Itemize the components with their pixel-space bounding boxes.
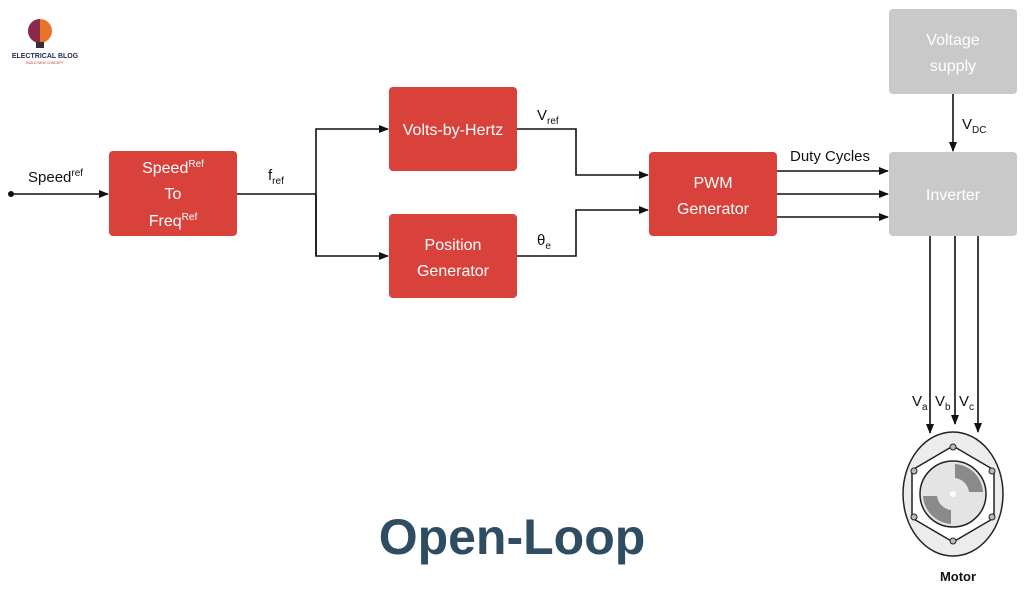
svg-text:Inverter: Inverter [926, 187, 981, 204]
vdc-label: VDC [962, 116, 986, 136]
theta-arrow [517, 206, 649, 257]
svg-text:PWM: PWM [693, 175, 732, 192]
svg-text:FreqRef: FreqRef [149, 212, 198, 230]
svg-text:SpeedRef: SpeedRef [142, 159, 204, 177]
speed-ref-label: Speedref [28, 168, 83, 186]
fref-to-vhz-arrow [315, 125, 389, 256]
svg-text:Generator: Generator [677, 201, 750, 218]
motor-label: Motor [940, 569, 976, 584]
volts-by-hertz-block: Volts-by-Hertz [389, 87, 517, 171]
vc-label: Vc [959, 393, 974, 413]
logo-name: ELECTRICAL BLOG [12, 53, 79, 60]
voltage-supply-block: Voltage supply [889, 9, 1017, 94]
vref-arrow [517, 128, 649, 179]
position-generator-block: Position Generator [389, 214, 517, 298]
svg-text:Generator: Generator [417, 263, 490, 280]
svg-text:To: To [165, 186, 182, 203]
theta-label: θe [537, 232, 551, 252]
inverter-block: Inverter [889, 152, 1017, 236]
pwm-generator-block: PWM Generator [649, 152, 777, 236]
svg-text:Position: Position [425, 237, 482, 254]
svg-text:Volts-by-Hertz: Volts-by-Hertz [403, 122, 503, 139]
electrical-blog-logo: ELECTRICAL BLOG BUILD NEW CONCEPT [12, 19, 79, 65]
svg-text:Voltage: Voltage [926, 32, 979, 49]
vb-label: Vb [935, 393, 951, 413]
vref-label: Vref [537, 107, 559, 127]
fref-label: fref [268, 167, 284, 187]
diagram-title: Open-Loop [379, 509, 646, 565]
svg-text:supply: supply [930, 58, 976, 75]
speed-to-freq-block: SpeedRef To FreqRef [109, 151, 237, 236]
duty-cycles-label: Duty Cycles [790, 148, 870, 165]
logo-tagline: BUILD NEW CONCEPT [26, 61, 64, 65]
motor-icon [902, 431, 1004, 557]
va-label: Va [912, 393, 928, 413]
fref-to-position-arrow [315, 194, 389, 260]
